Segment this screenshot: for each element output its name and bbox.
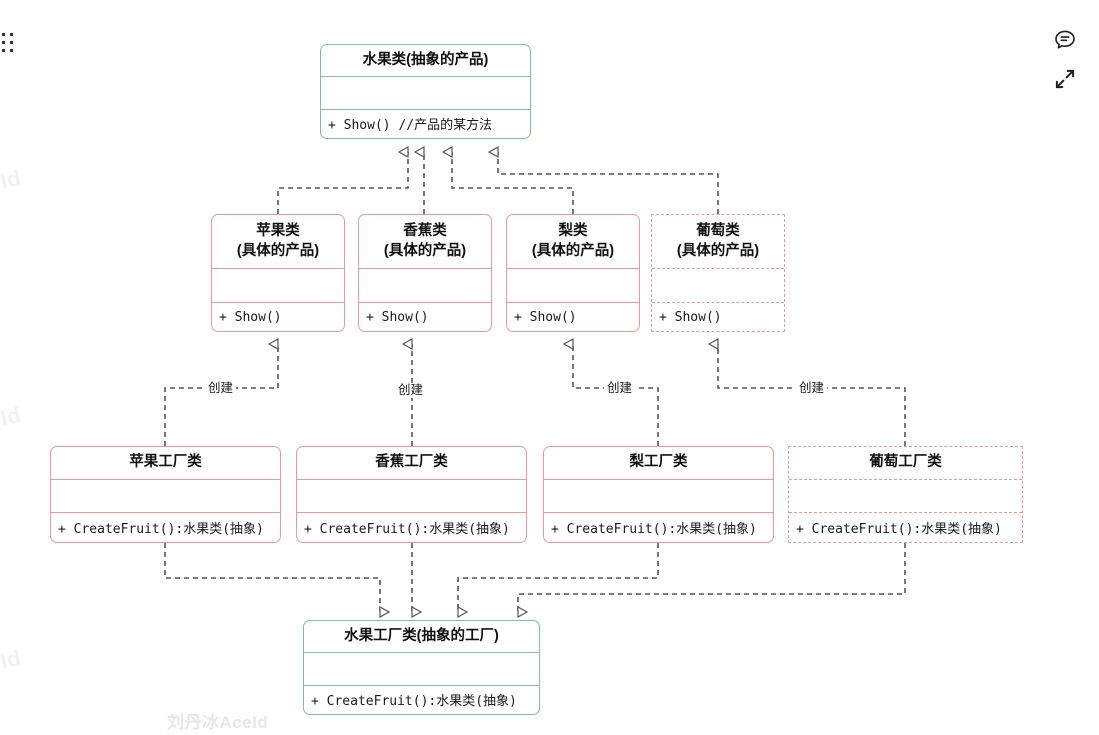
class-operations-abstract-factory: + CreateFruit():水果类(抽象)	[304, 685, 539, 713]
class-attributes-pear-factory	[544, 479, 773, 512]
class-operations-banana-factory: + CreateFruit():水果类(抽象)	[297, 512, 526, 541]
class-title-apple: 苹果类 (具体的产品)	[212, 215, 344, 268]
class-operations-apple: + Show()	[212, 302, 344, 331]
fullscreen-icon[interactable]	[1052, 66, 1078, 92]
class-box-apple[interactable]: 苹果类 (具体的产品) + Show()	[211, 214, 345, 332]
class-box-grape-factory[interactable]: 葡萄工厂类 + CreateFruit():水果类(抽象)	[788, 446, 1023, 543]
watermark-edge-3: eId	[0, 644, 24, 677]
edge-label-create-grape: 创建	[796, 381, 828, 396]
class-title-pear: 梨类 (具体的产品)	[507, 215, 639, 268]
class-attributes-apple-factory	[51, 479, 280, 512]
class-title-banana-factory: 香蕉工厂类	[375, 454, 448, 471]
class-attributes-banana	[359, 268, 491, 302]
class-box-abstract-factory[interactable]: 水果工厂类(抽象的工厂) + CreateFruit():水果类(抽象)	[303, 620, 540, 715]
class-title-banana-line2: (具体的产品)	[383, 242, 467, 259]
edge-label-create-apple: 创建	[205, 381, 237, 396]
class-title-pear-line1: 梨类	[558, 222, 588, 239]
class-title-banana: 香蕉类 (具体的产品)	[359, 215, 491, 268]
class-attributes-grape	[652, 268, 784, 302]
class-operations-pear-factory: + CreateFruit():水果类(抽象)	[544, 512, 773, 541]
class-operations-abstract-product: + Show() //产品的某方法	[321, 109, 530, 137]
class-operations-grape: + Show()	[652, 302, 784, 331]
class-title-grape: 葡萄类 (具体的产品)	[652, 215, 784, 268]
class-title-banana-line1: 香蕉类	[403, 222, 447, 239]
class-box-pear-factory[interactable]: 梨工厂类 + CreateFruit():水果类(抽象)	[543, 446, 774, 543]
class-attributes-apple	[212, 268, 344, 302]
class-operations-apple-factory: + CreateFruit():水果类(抽象)	[51, 512, 280, 541]
class-box-grape[interactable]: 葡萄类 (具体的产品) + Show()	[651, 214, 785, 332]
class-operations-pear: + Show()	[507, 302, 639, 331]
class-attributes-pear	[507, 268, 639, 302]
class-attributes-grape-factory	[789, 479, 1022, 512]
watermark-edge-1: eId	[0, 164, 24, 197]
class-title-apple-line1: 苹果类	[256, 222, 300, 239]
class-operations-grape-factory: + CreateFruit():水果类(抽象)	[789, 512, 1022, 541]
comment-icon[interactable]	[1052, 28, 1078, 54]
class-title-apple-line2: (具体的产品)	[236, 242, 320, 259]
edge-label-create-pear: 创建	[604, 381, 636, 396]
class-attributes-abstract-factory	[304, 652, 539, 685]
class-title-pear-factory: 梨工厂类	[629, 454, 688, 471]
class-box-banana-factory[interactable]: 香蕉工厂类 + CreateFruit():水果类(抽象)	[296, 446, 527, 543]
drag-handle[interactable]	[2, 33, 16, 55]
class-box-apple-factory[interactable]: 苹果工厂类 + CreateFruit():水果类(抽象)	[50, 446, 281, 543]
edge-label-create-banana: 创建	[395, 383, 427, 398]
class-title-grape-factory: 葡萄工厂类	[869, 454, 942, 471]
class-title-grape-line1: 葡萄类	[696, 222, 740, 239]
class-operations-banana: + Show()	[359, 302, 491, 331]
class-title-grape-line2: (具体的产品)	[676, 242, 760, 259]
watermark-author: 刘丹冰AceId	[167, 713, 269, 732]
class-box-banana[interactable]: 香蕉类 (具体的产品) + Show()	[358, 214, 492, 332]
class-title-abstract-factory: 水果工厂类(抽象的工厂)	[344, 627, 499, 644]
class-title-apple-factory: 苹果工厂类	[129, 454, 202, 471]
class-attributes-banana-factory	[297, 479, 526, 512]
class-box-abstract-product[interactable]: 水果类(抽象的产品) + Show() //产品的某方法	[320, 44, 531, 139]
class-title-abstract-product: 水果类(抽象的产品)	[362, 51, 489, 68]
class-title-pear-line2: (具体的产品)	[531, 242, 615, 259]
class-box-pear[interactable]: 梨类 (具体的产品) + Show()	[506, 214, 640, 332]
watermark-edge-2: eId	[0, 401, 24, 434]
class-attributes-abstract-product	[321, 76, 530, 109]
